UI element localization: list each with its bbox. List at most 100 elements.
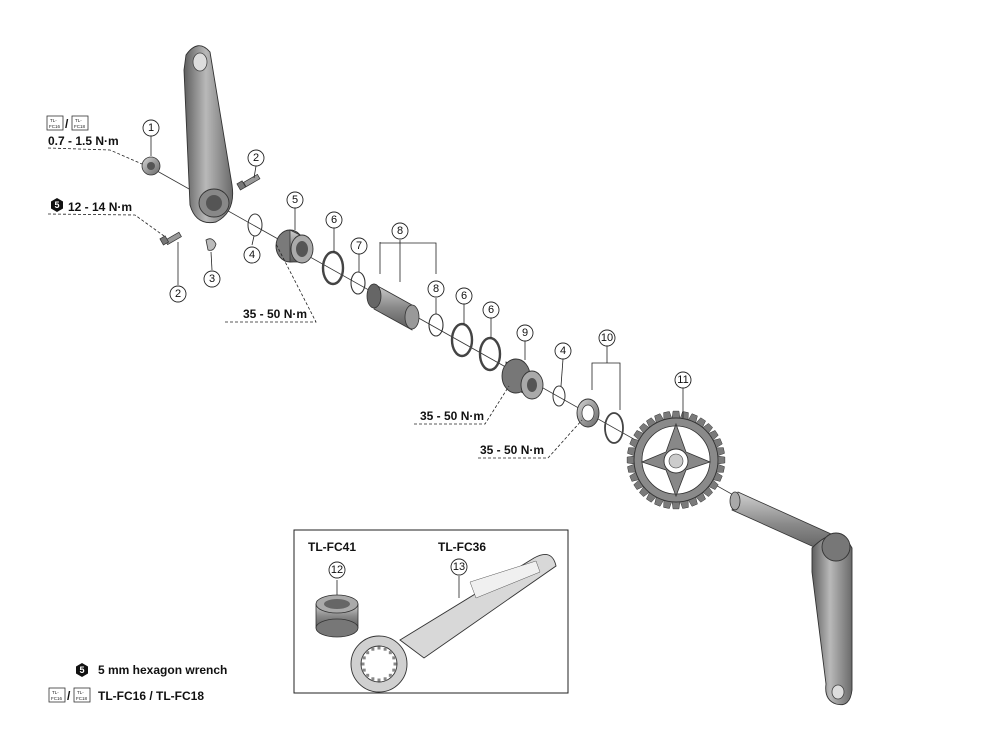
safety-plate [205, 238, 217, 251]
callout-11: 11 [674, 371, 692, 389]
svg-text:FC16: FC16 [51, 696, 63, 701]
svg-text:7: 7 [356, 240, 362, 252]
legend-hex: 5 5 mm hexagon wrench [76, 663, 227, 677]
bb-adapter-tool [315, 594, 359, 638]
svg-text:6: 6 [331, 214, 337, 226]
callout-13: 13 [450, 558, 468, 576]
svg-text:FC18: FC18 [74, 124, 86, 129]
svg-text:TL-: TL- [52, 690, 59, 695]
right-crank-arm [729, 491, 853, 706]
wrench-notch [383, 647, 387, 651]
callout-3: 3 [203, 270, 221, 288]
seal-ring-1 [321, 250, 345, 286]
svg-text:10: 10 [601, 332, 613, 344]
svg-text:12: 12 [331, 564, 343, 576]
svg-text:/: / [67, 689, 71, 703]
tool-label-right: TL-FC36 [438, 540, 486, 554]
callout-2: 2 [169, 285, 187, 303]
svg-text:FC16: FC16 [49, 124, 61, 129]
wrench-notch [371, 647, 375, 651]
wrench-notch [366, 673, 370, 677]
svg-text:2: 2 [253, 152, 259, 164]
svg-text:5: 5 [54, 200, 59, 210]
pinch-bolt-upper [236, 173, 261, 191]
callout-8: 8 [427, 280, 445, 298]
svg-text:8: 8 [433, 283, 439, 295]
leader-lines [150, 136, 684, 418]
tools-frame [293, 529, 569, 694]
spacer-ring-left [247, 213, 263, 237]
callout-6: 6 [325, 211, 343, 229]
inner-cover-sleeve [366, 283, 420, 331]
svg-text:3: 3 [209, 273, 215, 285]
callout-10: 10 [598, 329, 616, 347]
torque-label-bolt: 12 - 14 N·m [68, 200, 132, 214]
callout-12: 12 [328, 561, 346, 579]
svg-text:13: 13 [453, 561, 465, 573]
wrench-notch [362, 668, 366, 672]
svg-text:8: 8 [397, 225, 403, 237]
svg-text:6: 6 [461, 290, 467, 302]
wrench-notch [392, 656, 396, 660]
seal-ring-2 [450, 322, 474, 358]
pinch-bolt-lower [159, 231, 182, 246]
svg-text:TL-: TL- [75, 118, 82, 123]
svg-text:TL-FC16 / TL-FC18: TL-FC16 / TL-FC18 [98, 689, 204, 703]
legend-tool: TL- FC16 / TL- FC18 TL-FC16 / TL-FC18 [48, 687, 204, 703]
svg-text:5 mm hexagon wrench: 5 mm hexagon wrench [98, 663, 227, 677]
callout-6: 6 [482, 301, 500, 319]
callout-4: 4 [554, 342, 572, 360]
callout-1: 1 [142, 119, 160, 137]
torque-leaders [47, 147, 583, 459]
wrench-notch [383, 677, 387, 681]
torque-label-lockring: 35 - 50 N·m [480, 443, 544, 457]
o-ring-1 [350, 271, 366, 295]
svg-text:11: 11 [677, 374, 688, 386]
svg-text:4: 4 [560, 345, 566, 357]
svg-text:TL-: TL- [77, 690, 84, 695]
svg-text:6: 6 [488, 304, 494, 316]
callout-9: 9 [516, 324, 534, 342]
tool-label-left: TL-FC41 [308, 540, 356, 554]
svg-text:FC18: FC18 [76, 696, 88, 701]
callout-4: 4 [243, 246, 261, 264]
svg-text:9: 9 [522, 327, 528, 339]
right-adapter-cup [501, 358, 544, 400]
svg-text:4: 4 [249, 249, 255, 261]
torque-label-right-cup: 35 - 50 N·m [420, 409, 484, 423]
wrench-notch [377, 678, 381, 682]
wrench-notch [388, 651, 392, 655]
svg-text:2: 2 [175, 288, 181, 300]
spacer-ring-right [552, 385, 566, 407]
left-crank-arm [183, 45, 234, 224]
wrench-notch [361, 662, 365, 666]
callout-8: 8 [391, 222, 409, 240]
crank-arm-cap [141, 156, 161, 176]
svg-text:5: 5 [79, 665, 84, 675]
callout-7: 7 [350, 237, 368, 255]
wrench-notch [366, 651, 370, 655]
callout-6: 6 [455, 287, 473, 305]
hex-wrench-icon: 5 [51, 198, 63, 212]
wrench-notch [388, 673, 392, 677]
svg-text:/: / [65, 117, 69, 131]
seal-ring-3 [478, 336, 502, 372]
bb-wrench-tool [350, 553, 557, 693]
svg-text:TL-: TL- [50, 118, 57, 123]
svg-text:5: 5 [292, 194, 298, 206]
tool-icon-torque: TL- FC16 / TL- FC18 [46, 115, 89, 131]
wrench-notch [362, 656, 366, 660]
wrench-notch [371, 677, 375, 681]
callout-2: 2 [247, 149, 265, 167]
wrench-notch [392, 668, 396, 672]
wrench-notch [377, 646, 381, 650]
wrench-notch [393, 662, 397, 666]
torque-label-cap: 0.7 - 1.5 N·m [48, 134, 119, 148]
lockring-assembly [576, 398, 624, 444]
svg-text:1: 1 [148, 122, 154, 134]
torque-label-left-cup: 35 - 50 N·m [243, 307, 307, 321]
chainring [626, 410, 726, 510]
